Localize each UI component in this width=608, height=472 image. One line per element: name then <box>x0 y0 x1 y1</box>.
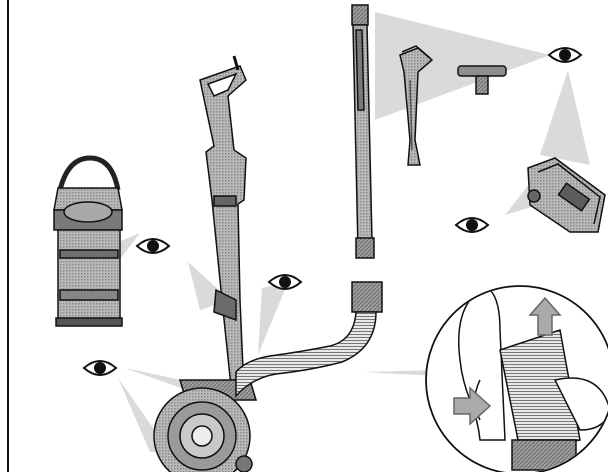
hose <box>236 282 382 396</box>
bin-cyclone-assembly <box>54 158 122 326</box>
cleaner-head <box>528 158 605 232</box>
eye-icon <box>549 48 581 62</box>
hose-inlet-detail <box>426 286 608 472</box>
main-body <box>180 56 256 400</box>
eye-icon <box>84 361 116 375</box>
wand <box>352 5 374 258</box>
eye-icon <box>137 239 169 253</box>
eye-icon <box>456 218 488 232</box>
